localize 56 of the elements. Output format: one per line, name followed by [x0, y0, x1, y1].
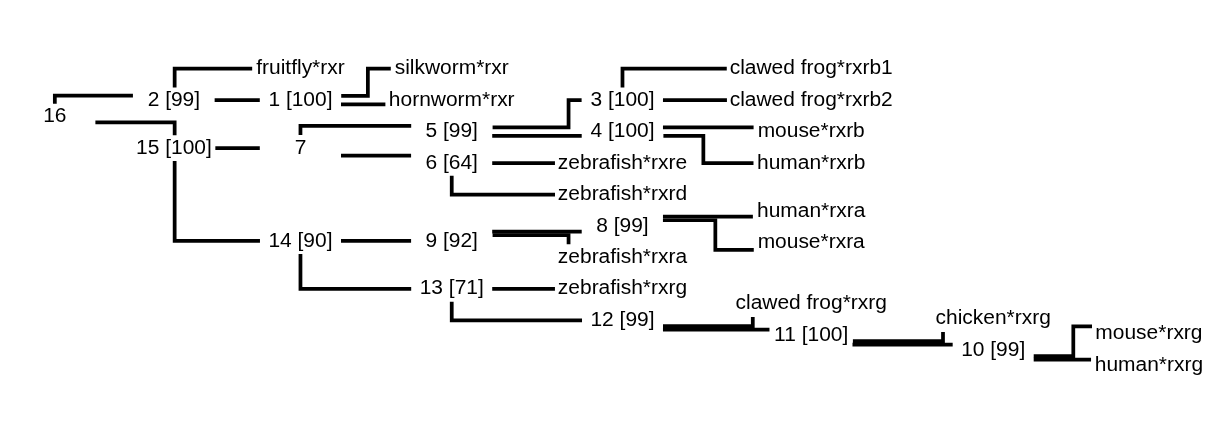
connector [95, 120, 177, 135]
connector [492, 133, 582, 138]
node-text: human*rxrb [757, 149, 866, 173]
connector [341, 153, 412, 157]
node-text: hornworm*rxr [388, 86, 515, 110]
connector [852, 342, 953, 346]
node-text: human*rxra [757, 197, 866, 221]
node-text: clawed frog*rxrb1 [729, 54, 893, 78]
node-text: fruitfly*rxr [256, 54, 345, 78]
node-text: human*rxrg [1094, 351, 1204, 375]
node-text: 4 [100] [590, 117, 655, 141]
connector [492, 286, 555, 291]
node-text: mouse*rxra [757, 228, 865, 252]
node-text: zebrafish*rxra [557, 243, 688, 267]
connector [662, 217, 754, 252]
connector [492, 232, 571, 244]
node-text: 7 [294, 134, 307, 158]
connector [341, 102, 386, 106]
node-text: clawed frog*rxrb2 [729, 86, 893, 110]
node-text: 11 [100] [774, 321, 849, 345]
node-text: 12 [99] [590, 306, 655, 330]
connector [663, 133, 754, 165]
connector [215, 145, 260, 150]
node-text: 8 [99] [596, 212, 649, 236]
connector [662, 97, 727, 102]
node-text: 6 [64] [425, 149, 478, 173]
connector [662, 125, 754, 129]
node-text: chicken*rxrg [935, 304, 1051, 328]
connector [492, 229, 582, 234]
connector [172, 160, 260, 243]
node-text: 1 [100] [268, 86, 333, 110]
node-text: 10 [99] [961, 336, 1026, 360]
connector [298, 253, 412, 291]
node-text: 9 [92] [425, 227, 478, 251]
connector [214, 97, 260, 102]
node-text: 3 [100] [590, 86, 655, 110]
node-text: 14 [90] [268, 227, 333, 251]
node-text: zebrafish*rxrd [557, 180, 688, 204]
connector [492, 160, 555, 165]
node-text: zebrafish*rxre [557, 149, 688, 173]
connector [852, 331, 945, 343]
connector [662, 214, 753, 219]
node-text: 5 [99] [425, 117, 478, 141]
connector [1033, 357, 1092, 361]
node-text: mouse*rxrb [757, 117, 865, 141]
node-text: silkworm*rxr [394, 54, 509, 78]
node-text: 16 [43, 102, 67, 126]
node-text: clawed frog*rxrg [735, 289, 887, 313]
node-text: 13 [71] [419, 274, 484, 298]
connector [341, 238, 412, 243]
node-text: 15 [100] [136, 134, 212, 158]
node-text: mouse*rxrg [1095, 319, 1203, 343]
node-text: zebrafish*rxrg [557, 274, 688, 298]
connector [662, 327, 770, 331]
node-text: 2 [99] [147, 86, 201, 110]
connector [663, 316, 755, 328]
